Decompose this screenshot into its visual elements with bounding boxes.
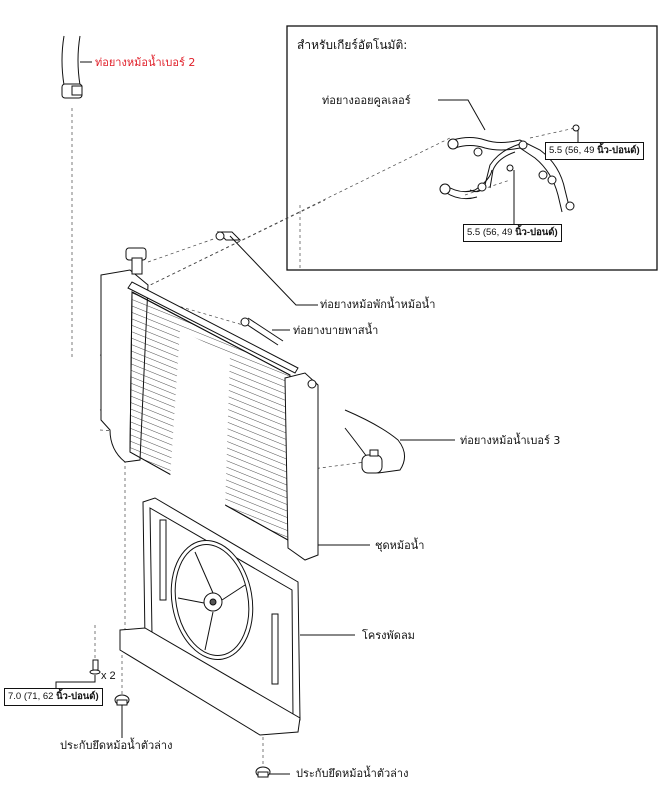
torque-unit: นิ้ว-ปอนด์): [515, 227, 558, 238]
small-hoses-drawing: [215, 231, 318, 346]
torque-value: 7.0 (71, 62: [8, 691, 57, 702]
bolts-and-cushions-drawing: [55, 659, 290, 778]
radiator-hose-2-drawing: [61, 35, 92, 99]
reservoir-hose-label: ท่อยางหม้อพักน้ำหม้อน้ำ: [320, 298, 436, 311]
torque-unit: นิ้ว-ปอนด์): [56, 691, 99, 702]
torque-spec-inset-1: 5.5 (56, 49 นิ้ว-ปอนด์): [545, 142, 644, 160]
radiator-hose-2-label: ท่อยางหม้อน้ำเบอร์ 2: [95, 56, 196, 69]
torque-spec-bolt: 7.0 (71, 62 นิ้ว-ปอนด์): [4, 688, 103, 706]
bypass-hose-label: ท่อยางบายพาสน้ำ: [293, 324, 379, 337]
torque-value: 5.5 (56, 49: [467, 227, 516, 238]
oil-cooler-hose-drawing: [438, 99, 580, 225]
radiator-hose-3-label: ท่อยางหม้อน้ำเบอร์ 3: [460, 434, 561, 447]
fan-shroud-drawing: [119, 497, 370, 736]
oil-cooler-hose-label: ท่อยางออยคูลเลอร์: [322, 94, 411, 107]
radiator-drawing: [100, 247, 319, 561]
lower-support-cushion-left-label: ประกับยึดหม้อน้ำตัวล่าง: [60, 739, 173, 752]
torque-value: 5.5 (56, 49: [549, 145, 598, 156]
inset-title: สำหรับเกียร์อัตโนมัติ:: [297, 38, 408, 52]
torque-spec-inset-2: 5.5 (56, 49 นิ้ว-ปอนด์): [463, 224, 562, 242]
fan-shroud-label: โครงพัดลม: [362, 629, 415, 642]
inset-frame: [286, 25, 658, 271]
radiator-assembly-label: ชุดหม้อน้ำ: [375, 539, 425, 552]
radiator-hose-3-drawing: [344, 409, 455, 474]
lower-support-cushion-right-label: ประกับยึดหม้อน้ำตัวล่าง: [296, 767, 409, 780]
bolt-quantity: x 2: [101, 670, 116, 682]
torque-unit: นิ้ว-ปอนด์): [597, 145, 640, 156]
